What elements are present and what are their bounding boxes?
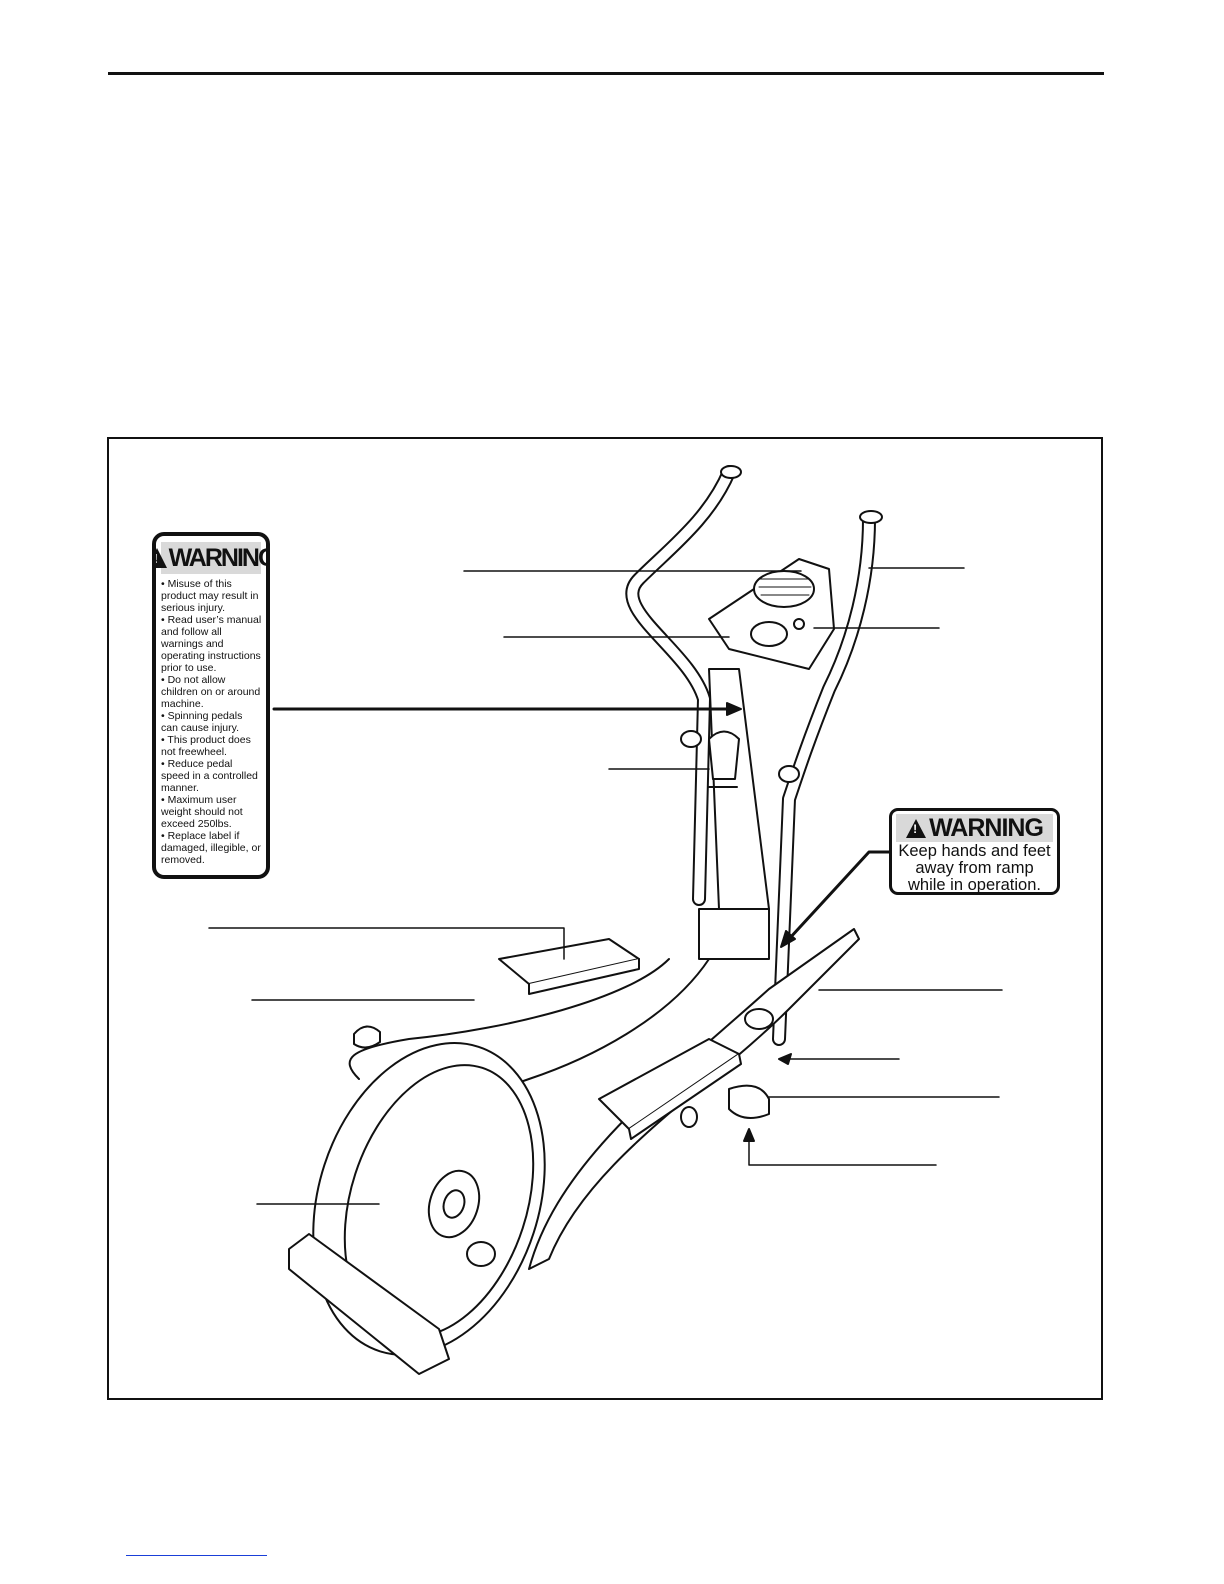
warning-label-header: WARNING [156,542,266,574]
arrow-to-ramp [787,850,893,941]
warning-label-large: WARNING • Misuse of this product may res… [152,532,270,879]
ramp-warning-line: while in operation. [908,876,1041,894]
ramp-warning-line: Keep hands and feet [898,842,1051,860]
warning-label-title: WARNING [168,544,270,572]
warning-label-ramp: WARNING Keep hands and feet away from ra… [889,808,1060,895]
flywheel-hub [427,1169,481,1239]
warning-item: • Replace label if damaged, illegible, o… [161,830,261,866]
upright-post [708,668,770,910]
main-frame [348,958,670,1080]
flywheel-housing [312,1042,546,1356]
warning-item: • Read user’s manual and follow all warn… [161,614,262,674]
ramp-warning-line: away from ramp [915,859,1034,877]
rear-stabilizer [353,1025,381,1049]
ramp-warning-header: WARNING [896,814,1053,842]
warning-item: • This product does not freewheel. [161,734,251,758]
roller [744,1008,774,1030]
front-stabilizer [288,1233,450,1375]
warning-item: • Do not allow children on or around mac… [161,674,261,710]
warning-item: • Maximum user weight should not exceed … [161,794,243,830]
speaker-grille [753,570,815,608]
warning-triangle-icon [906,818,927,838]
warning-item: • Misuse of this product may result in s… [161,578,259,614]
warning-item: • Spinning pedals can cause injury. [161,710,243,734]
warning-item: • Reduce pedal speed in a controlled man… [161,758,258,794]
warning-triangle-icon [156,548,167,568]
warning-label-list: • Misuse of this product may result in s… [161,578,262,866]
water-bottle-holder [708,730,740,780]
footer-link-underline[interactable] [126,1555,267,1556]
elliptical-trainer-drawing [208,465,1003,1375]
ramp-warning-title: WARNING [929,814,1044,842]
elliptical-diagram-frame [107,437,1103,1400]
header-rule [108,72,1104,75]
right-pedal [598,1038,740,1130]
